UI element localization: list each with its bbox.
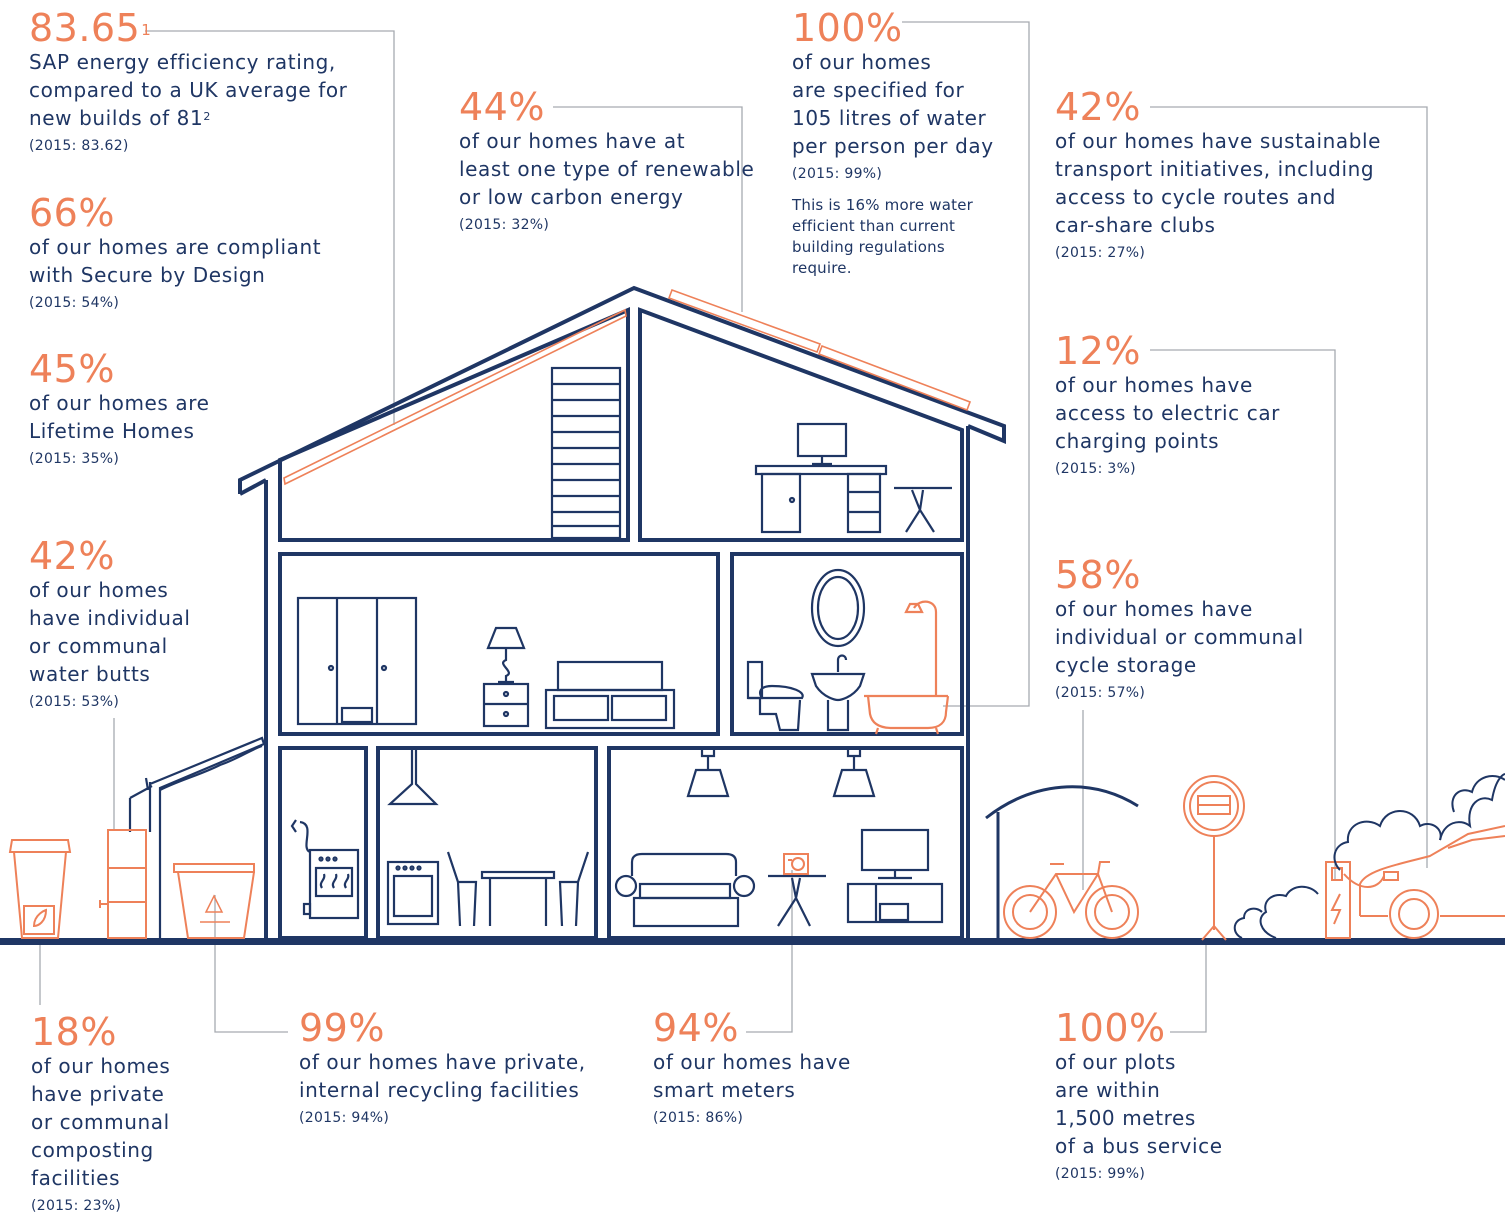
leader-sap bbox=[145, 30, 395, 425]
stat-value: 42% bbox=[29, 534, 115, 578]
bath-and-shower bbox=[864, 600, 950, 735]
leader-electric bbox=[1150, 349, 1336, 880]
stat-description: of our homes have sustainable transport … bbox=[1055, 129, 1382, 237]
stat-electric-charging: 12% of our homes have access to electric… bbox=[1055, 331, 1315, 480]
stat-value: 66% bbox=[29, 191, 115, 235]
stat-previous: (2015: 94%) bbox=[299, 1110, 390, 1126]
leader-water-litres bbox=[902, 21, 1030, 707]
stat-description: SAP energy efficiency rating, compared t… bbox=[29, 50, 348, 130]
kitchen bbox=[386, 748, 590, 927]
stat-value: 42% bbox=[1055, 85, 1141, 129]
leader-lines bbox=[39, 21, 1428, 1033]
stat-cycle-storage: 58% of our homes have individual or comm… bbox=[1055, 555, 1335, 704]
stat-previous: (2015: 99%) bbox=[1055, 1166, 1146, 1182]
outdoor-items bbox=[8, 775, 1505, 941]
stat-previous: (2015: 53%) bbox=[29, 694, 120, 710]
stat-note: This is 16% more water efficient than cu… bbox=[792, 196, 974, 277]
smart-meter bbox=[783, 853, 809, 875]
stat-value: 83.651 bbox=[29, 6, 152, 50]
boiler-room bbox=[290, 819, 360, 920]
annex bbox=[128, 736, 266, 938]
stat-description: of our homes are compliant with Secure b… bbox=[29, 235, 322, 287]
stat-bus-service: 100% of our plots are within 1,500 metre… bbox=[1055, 1008, 1295, 1185]
stat-previous: (2015: 32%) bbox=[459, 217, 550, 233]
bathroom-fixtures bbox=[746, 568, 866, 732]
stat-value: 94% bbox=[653, 1006, 739, 1050]
stat-description: of our homes have smart meters bbox=[653, 1050, 851, 1102]
stat-value: 99% bbox=[299, 1006, 385, 1050]
leader-bus bbox=[1170, 940, 1207, 1033]
stat-previous: (2015: 86%) bbox=[653, 1110, 744, 1126]
stat-sap-rating: 83.651 SAP energy efficiency rating, com… bbox=[29, 8, 369, 157]
leader-smart bbox=[746, 870, 793, 1033]
attic-furniture bbox=[550, 366, 952, 540]
house-structure bbox=[238, 285, 1006, 940]
leader-transport bbox=[1150, 106, 1428, 868]
stat-description: of our homes are specified for 105 litre… bbox=[792, 50, 994, 158]
stat-previous: (2015: 99%) bbox=[792, 166, 883, 182]
stat-description: of our homes have private or communal co… bbox=[31, 1054, 171, 1190]
stat-recycling: 99% of our homes have private, internal … bbox=[299, 1008, 619, 1129]
stat-value: 18% bbox=[31, 1010, 117, 1054]
stat-secure-by-design: 66% of our homes are compliant with Secu… bbox=[29, 193, 349, 314]
stat-previous: (2015: 27%) bbox=[1055, 245, 1146, 261]
living-room bbox=[614, 748, 944, 928]
stat-previous: (2015: 83.62) bbox=[29, 138, 129, 154]
stat-description: of our plots are within 1,500 metres of … bbox=[1055, 1050, 1223, 1158]
stat-water-butts: 42% of our homes have individual or comm… bbox=[29, 536, 229, 713]
stat-description: of our homes have individual or communal… bbox=[29, 578, 191, 686]
stat-description: of our homes have access to electric car… bbox=[1055, 373, 1280, 453]
stat-value: 58% bbox=[1055, 553, 1141, 597]
stat-value: 100% bbox=[1055, 1006, 1166, 1050]
stat-value: 12% bbox=[1055, 329, 1141, 373]
stat-description: of our homes are Lifetime Homes bbox=[29, 391, 210, 443]
stat-previous: (2015: 3%) bbox=[1055, 461, 1136, 477]
stat-description: of our homes have private, internal recy… bbox=[299, 1050, 586, 1102]
stat-value: 45% bbox=[29, 347, 115, 391]
clouds bbox=[1233, 773, 1505, 939]
stat-value: 100% bbox=[792, 6, 903, 50]
stat-previous: (2015: 35%) bbox=[29, 451, 120, 467]
ground-line bbox=[0, 938, 1505, 945]
solar-panels bbox=[283, 288, 972, 486]
stat-description: of our homes have individual or communal… bbox=[1055, 597, 1304, 677]
stat-previous: (2015: 23%) bbox=[31, 1198, 122, 1214]
stat-value: 44% bbox=[459, 85, 545, 129]
stat-description: of our homes have at least one type of r… bbox=[459, 129, 755, 209]
stat-water-litres: 100% of our homes are specified for 105 … bbox=[792, 8, 1012, 279]
stat-sustainable-transport: 42% of our homes have sustainable transp… bbox=[1055, 87, 1395, 264]
bedroom-furniture bbox=[296, 596, 676, 730]
stat-renewable-energy: 44% of our homes have at least one type … bbox=[459, 87, 759, 236]
stat-smart-meters: 94% of our homes have smart meters (2015… bbox=[653, 1008, 893, 1129]
bike-shelter bbox=[985, 785, 1139, 820]
stat-previous: (2015: 54%) bbox=[29, 295, 120, 311]
leader-renewable bbox=[553, 106, 743, 312]
stat-composting: 18% of our homes have private or communa… bbox=[31, 1012, 231, 1217]
stat-previous: (2015: 57%) bbox=[1055, 685, 1146, 701]
stat-lifetime-homes: 45% of our homes are Lifetime Homes (201… bbox=[29, 349, 289, 470]
